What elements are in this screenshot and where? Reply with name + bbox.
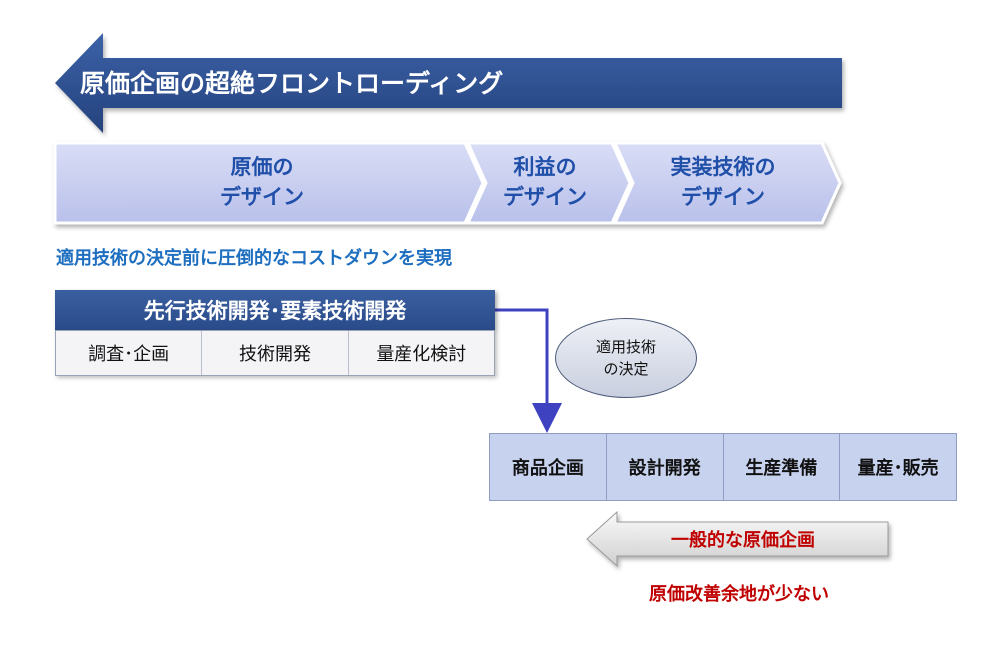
proc-step-sales: 量産･販売 (857, 458, 939, 479)
adv-step-research: 調査･企画 (56, 331, 203, 375)
warning-note: 原価改善余地が少ない (649, 584, 829, 605)
connector-arrow (495, 308, 562, 433)
proc-step-design: 設計開発 (607, 434, 724, 500)
general-arrow-label: 一般的な原価企画 (671, 529, 815, 551)
chevron-cost-design (53, 141, 485, 225)
adv-step-massprod: 量産化検討 (376, 344, 467, 365)
banner-arrow (55, 33, 842, 133)
phase-3-line1: 実装技術の (671, 155, 776, 179)
phase-2-line2: デザイン (503, 185, 587, 209)
design-phase-chevrons (53, 141, 842, 225)
banner-title: 原価企画の超絶フロントローディング (80, 69, 503, 98)
phase-1-line2: デザイン (220, 185, 304, 209)
subtitle: 適用技術の決定前に圧倒的なコストダウンを実現 (56, 248, 452, 269)
advanced-dev-header: 先行技術開発･要素技術開発 (55, 290, 495, 330)
bubble-line2: の決定 (603, 360, 649, 378)
chevron-tech-design (612, 141, 842, 225)
phase-3-line2: デザイン (681, 185, 765, 209)
phase-2-line1: 利益の (514, 155, 577, 179)
proc-step-planning: 商品企画 (490, 434, 607, 500)
adv-step-techdev: 技術開発 (202, 331, 349, 375)
decision-bubble: 適用技術 の決定 (555, 318, 697, 398)
process-steps: 商品企画 設計開発 生産準備 量産･販売 (489, 433, 957, 501)
chevron-profit-design (465, 141, 632, 225)
bubble-line1: 適用技術 (595, 338, 656, 356)
proc-step-prep: 生産準備 (724, 434, 841, 500)
phase-1-line1: 原価の (231, 155, 294, 179)
general-arrow (586, 510, 889, 568)
advanced-dev-steps: 調査･企画 技術開発 量産化検討 (55, 330, 495, 376)
